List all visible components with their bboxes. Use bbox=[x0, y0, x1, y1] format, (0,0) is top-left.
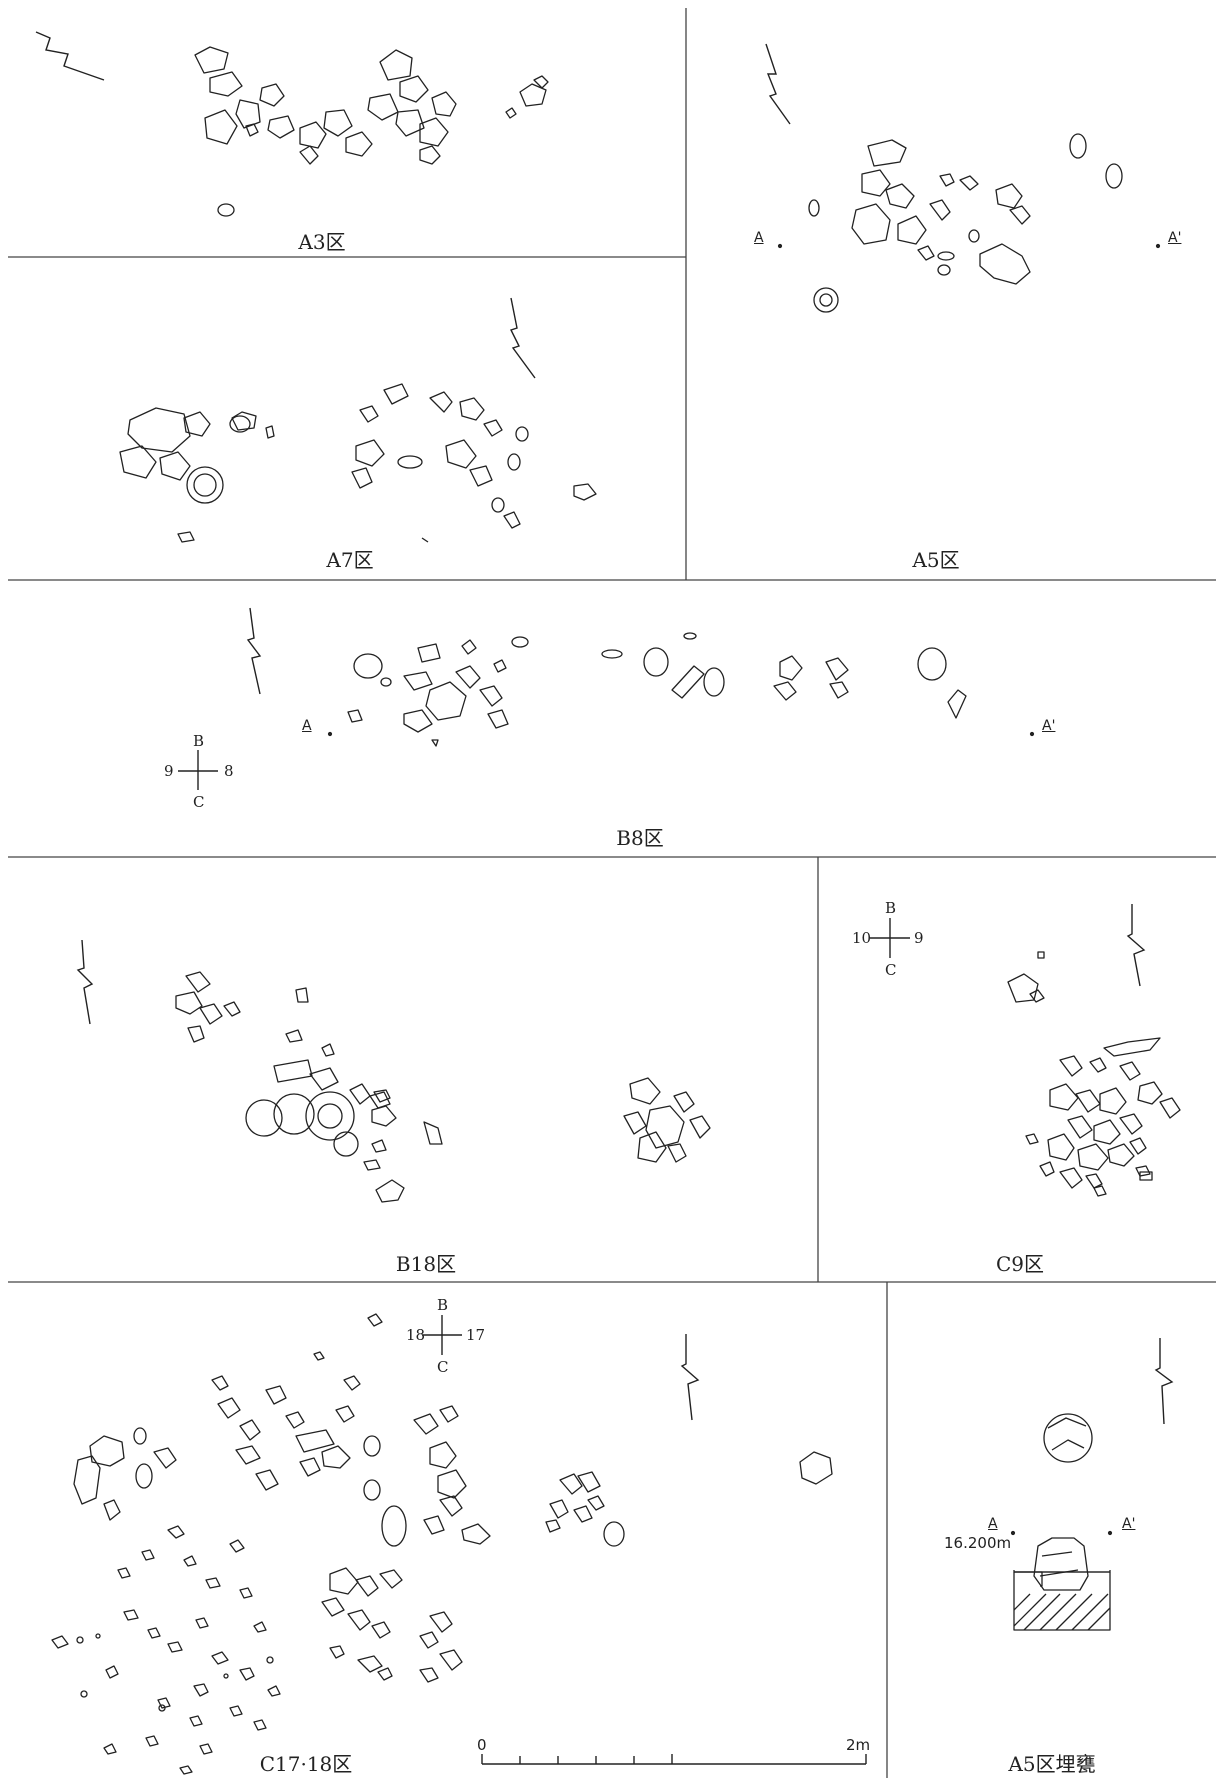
scale-label-start: 0 bbox=[477, 1736, 487, 1754]
grid-label-top: B bbox=[885, 899, 897, 917]
north-arrow-icon bbox=[1126, 904, 1146, 987]
grid-label-left: 18 bbox=[406, 1326, 426, 1344]
grid-label-top: B bbox=[437, 1296, 449, 1314]
sherd-cluster-c9 bbox=[1007, 951, 1181, 1197]
north-arrow-icon bbox=[765, 43, 791, 125]
panel-label-c17-18: C17·18区 bbox=[259, 1752, 353, 1776]
section-label-a5-start: A bbox=[754, 230, 764, 246]
grid-cross-icon bbox=[422, 1315, 462, 1355]
section-label-b8-end: A' bbox=[1042, 718, 1056, 734]
panel-dividers bbox=[8, 8, 1216, 1778]
panel-label-a5: A5区 bbox=[912, 548, 960, 572]
buried-jar-plan bbox=[1043, 1413, 1093, 1463]
grid-label-top: B bbox=[193, 732, 205, 750]
panel-label-b18: B18区 bbox=[395, 1252, 457, 1276]
panel-label-a5-buried-jar: A5区埋甕 bbox=[1008, 1752, 1096, 1776]
sherd-cluster-a3 bbox=[194, 46, 549, 217]
grid-label-left: 10 bbox=[852, 929, 872, 947]
sherd-cluster-a7 bbox=[119, 383, 597, 543]
section-label-a5-end: A' bbox=[1168, 230, 1182, 246]
panel-label-b8: B8区 bbox=[616, 826, 664, 850]
north-arrow-icon bbox=[510, 297, 536, 379]
north-arrow-icon bbox=[35, 31, 105, 81]
north-arrow-icon bbox=[246, 607, 262, 695]
hatching bbox=[1013, 1593, 1111, 1631]
section-label-jar-end: A' bbox=[1122, 1516, 1136, 1532]
grid-label-right: 17 bbox=[466, 1326, 486, 1344]
scale-bar-icon bbox=[481, 1754, 867, 1765]
sherd-cluster-b18 bbox=[175, 971, 711, 1203]
north-arrow-icon bbox=[1154, 1338, 1174, 1425]
section-label-b8-start: A bbox=[302, 718, 312, 734]
grid-label-right: 8 bbox=[224, 762, 234, 780]
elevation-label: 16.200m bbox=[944, 1534, 1012, 1552]
grid-label-right: 9 bbox=[914, 929, 924, 947]
section-label-jar-start: A bbox=[988, 1516, 998, 1532]
sherd-cluster-b8 bbox=[347, 632, 967, 747]
north-arrow-icon bbox=[680, 1334, 700, 1421]
scale-label-end: 2m bbox=[846, 1736, 871, 1754]
sherd-cluster-a5 bbox=[808, 133, 1123, 313]
grid-label-bottom: C bbox=[885, 961, 897, 979]
sherd-cluster-c17-18 bbox=[51, 1313, 833, 1775]
north-arrow-icon bbox=[76, 939, 94, 1025]
grid-label-bottom: C bbox=[193, 793, 205, 811]
panel-label-a7: A7区 bbox=[326, 548, 374, 572]
grid-cross-icon bbox=[870, 918, 910, 958]
grid-cross-icon bbox=[178, 750, 218, 790]
buried-jar-section bbox=[1013, 1537, 1111, 1631]
panel-label-c9: C9区 bbox=[995, 1252, 1045, 1276]
section-marker-dots bbox=[327, 243, 1161, 1536]
grid-label-bottom: C bbox=[437, 1358, 449, 1376]
panel-label-a3: A3区 bbox=[298, 230, 346, 254]
grid-label-left: 9 bbox=[164, 762, 174, 780]
